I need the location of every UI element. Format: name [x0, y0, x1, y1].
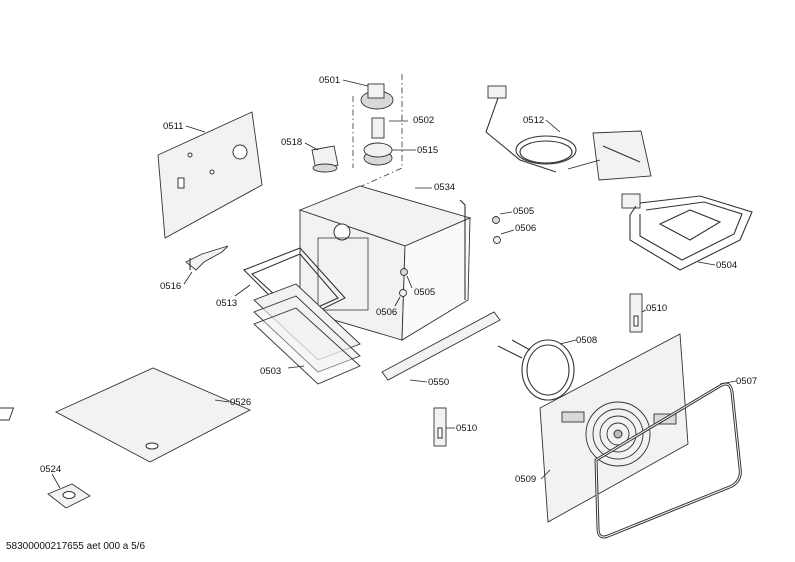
label-0509: 0509: [515, 474, 536, 485]
label-0508: 0508: [576, 335, 597, 346]
part-0518-cover-cap: [311, 145, 339, 173]
part-0515-bearing: [363, 142, 393, 166]
label-0506-center: 0506: [376, 307, 397, 318]
label-0505-center: 0505: [414, 287, 435, 298]
label-0505-upper: 0505: [513, 206, 534, 217]
label-0501: 0501: [319, 75, 340, 86]
label-0526: 0526: [230, 397, 251, 408]
label-0504: 0504: [716, 260, 737, 271]
part-0505-screw: [492, 216, 500, 224]
label-0510-lower: 0510: [456, 423, 477, 434]
label-0524: 0524: [40, 464, 61, 475]
label-0513: 0513: [216, 298, 237, 309]
part-0511-rear-panel: [157, 111, 263, 239]
label-0507: 0507: [736, 376, 757, 387]
label-0510-upper: 0510: [646, 303, 667, 314]
label-0506-upper: 0506: [515, 223, 536, 234]
label-0518: 0518: [281, 137, 302, 148]
document-reference: 58300000217655 aet 000 a 5/6: [6, 541, 146, 552]
part-0509-fan-cover: [539, 333, 689, 523]
label-0511: 0511: [163, 121, 183, 132]
part-0506-washer-center: [399, 289, 407, 297]
label-0515: 0515: [417, 145, 438, 156]
part-0516-bracket: [185, 245, 229, 271]
part-0501-fan-motor: [360, 83, 394, 110]
part-0506-washer: [493, 236, 501, 244]
part-0510-hinge-upper: [629, 293, 643, 333]
label-0502: 0502: [413, 115, 434, 126]
label-0516: 0516: [160, 281, 181, 292]
label-0512: 0512: [523, 115, 544, 126]
part-0504-grill-element: [621, 193, 753, 271]
label-0503: 0503: [260, 366, 281, 377]
part-0502-coupling: [371, 117, 385, 139]
part-0512-cable-harness: [485, 85, 652, 181]
label-0550: 0550: [428, 377, 449, 388]
part-0526-insulation-mat: [0, 367, 252, 463]
part-0503-bottom-heater: [253, 283, 361, 385]
part-0524-grommet: [47, 483, 91, 509]
label-0534: 0534: [434, 182, 455, 193]
part-0505-screw-center: [400, 268, 408, 276]
part-0508-circular-heater: [497, 339, 575, 401]
part-0507-door-gasket: [594, 382, 742, 539]
part-0510-hinge-lower: [433, 407, 447, 447]
part-0550-front-trim: [381, 311, 501, 381]
